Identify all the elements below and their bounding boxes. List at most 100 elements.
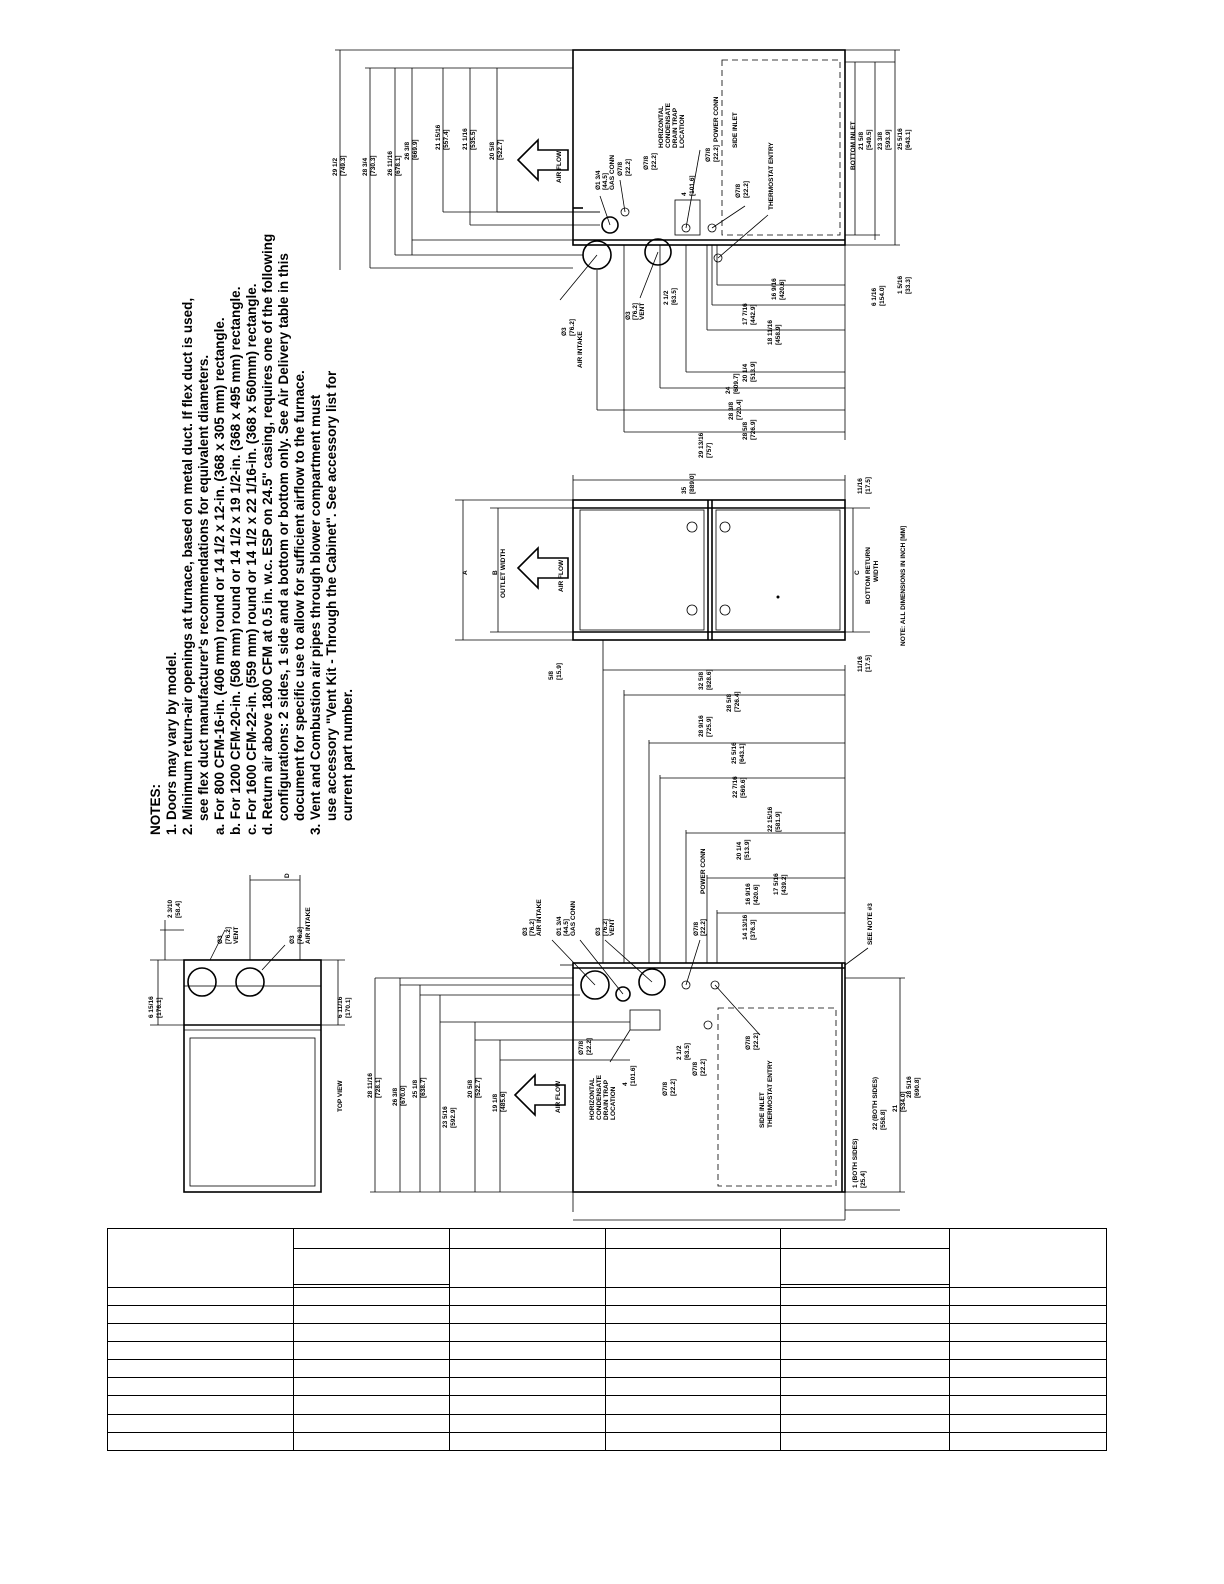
dim-mm: [757] [706,443,713,458]
callout-label: VENT [609,919,616,936]
dim-text: 22 15/16 [767,806,774,832]
intake-opening [235,967,265,997]
dim-text: 26 11/16 [387,151,394,176]
condensate-label: CONDENSATE [596,1074,603,1120]
dim-mm: [726.9] [750,419,757,440]
dim-mm: [828.6] [706,669,713,690]
dim-mm: [420.6] [753,884,760,905]
top-view: 6 15/16 [176.1] 6 11/16 [170.1] 2 3/10 [… [148,873,352,1193]
dim-mm: [458.9] [775,324,782,345]
vent-hole [638,968,666,996]
dim-text: Ø1 3/4 [595,170,602,190]
dim-mm: [22.2] [670,1079,677,1096]
width-label: WIDTH [873,560,880,582]
table-row [107,1359,1107,1379]
side-inlet-label: SIDE INLET [759,1092,766,1128]
dim-text: 5/8 [548,671,555,680]
dim-mm: [513.9] [744,839,751,860]
dim-text: 28 5/8 [742,422,749,440]
dim-b: B [492,570,499,575]
callout-label: GAS CONN [570,901,577,936]
dim-mm: [76.2] [632,303,639,320]
dim-mm: [101.6] [689,175,696,196]
dim-text: 24 [725,386,732,394]
dim-text: 14 13/16 [742,914,749,940]
dim-text: 25 5/16 [731,742,738,764]
dim-text: 25 5/16 [897,128,904,150]
table-row [107,1304,1107,1324]
dim-text: Ø3 [625,311,632,320]
dimension-table [107,1227,1107,1452]
air-flow-arrow [516,546,569,590]
table-row [107,1413,1107,1433]
dim-mm: [154.0] [879,285,886,306]
dim-text: 26 3/8 [392,1088,399,1106]
dim-text: 16 9/16 [745,883,752,905]
dim-text: 35 [681,486,688,494]
dim-text: 2 1/2 [663,290,670,305]
condensate-label: DRAIN TRAP [672,107,679,148]
dim-mm: [442.9] [750,304,757,325]
air-flow-label: AIR FLOW [555,1080,562,1113]
dim-mm: [58.4] [175,901,182,918]
table-header-cell [449,1248,606,1288]
dim-mm: [22.2] [625,159,632,176]
dim-text: 1 (BOTH SIDES) [852,1139,859,1188]
front-view: A B OUTLET WIDTH AIR FLOW C BOTTOM RETUR… [455,473,907,680]
dim-text: Ø7/8 [662,1082,669,1096]
note-line: configurations: 2 sides, 1 side and a bo… [276,253,291,821]
note-line: use accessory "Vent Kit - Through the Ca… [324,370,339,821]
note-line: current part number. [340,689,355,821]
power-conn-label: POWER CONN [713,96,720,142]
dim-mm: [643.1] [739,743,746,764]
callout-text: Ø3 [522,927,529,936]
dim-mm: [535.5] [470,129,477,150]
dim-mm: [581.9] [775,811,782,832]
intake-mm: [76.2] [297,927,304,944]
dim-mm: [63.5] [684,1043,691,1060]
dim-mm: [670.0] [400,1085,407,1106]
dim-mm: [439.2] [781,874,788,895]
dim-text: 2 3/10 [167,900,174,918]
dim-mm: [678.1] [395,155,402,176]
vent-hole [644,238,672,266]
air-flow-label: AIR FLOW [558,559,565,592]
dim-mm: [725.9] [706,716,713,737]
dim-text: 28 5/8 [726,694,733,712]
dim-text: 21 15/16 [435,124,442,150]
notes-heading: NOTES: [148,784,163,835]
dim-text: 21 1/16 [462,128,469,150]
condensate-label: LOCATION [610,1086,617,1120]
door-screw [719,604,731,616]
left-side-view: AIR FLOW SIDE INLET THERMOSTAT ENTRY HOR… [367,665,921,1221]
intake-label: AIR INTAKE [305,907,312,944]
dim-mm: [609.7] [733,373,740,394]
table-header-cell [949,1228,1107,1288]
dim-mm: [730.3] [370,155,377,176]
dim-text: 20 5/8 [489,142,496,160]
dim-text: 21 5/8 [858,132,865,150]
note-line: d. Return air above 1800 CFM at 0.5 in. … [260,234,275,835]
dim-text: 21 [892,1104,899,1112]
dim-text: 2 1/2 [676,1045,683,1060]
condensate-label: HORIZONTAL [658,106,665,148]
dim-mm: [101.6] [630,1065,637,1086]
bottom-inlet-label: BOTTOM INLET [850,121,857,170]
dim-mm: [22.2] [700,1059,707,1076]
dim-label: GAS CONN [609,155,616,190]
dim-text: 1 5/16 [897,276,904,294]
table-header-cell [605,1227,781,1250]
table-header-cell [780,1248,950,1286]
dim-text: 4 [681,192,688,196]
dim-text: 28 5/16 [906,1076,913,1098]
right-side-view: AIR FLOW HORIZONTAL CONDENSATE DRAIN TRA… [332,49,912,458]
condensate-label: CONDENSATE [665,102,672,148]
air-flow-arrow [513,1073,566,1117]
dim-mm: [420.6] [779,279,786,300]
table-header-cell [293,1248,450,1286]
dim-mm: [22.2] [743,181,750,198]
notes-block: NOTES: 1. Doors may vary by model. 2. Mi… [148,234,355,835]
dim-mm: [513.9] [750,361,757,382]
dim-mm: [726.4] [734,691,741,712]
callout-text: Ø3 [595,927,602,936]
